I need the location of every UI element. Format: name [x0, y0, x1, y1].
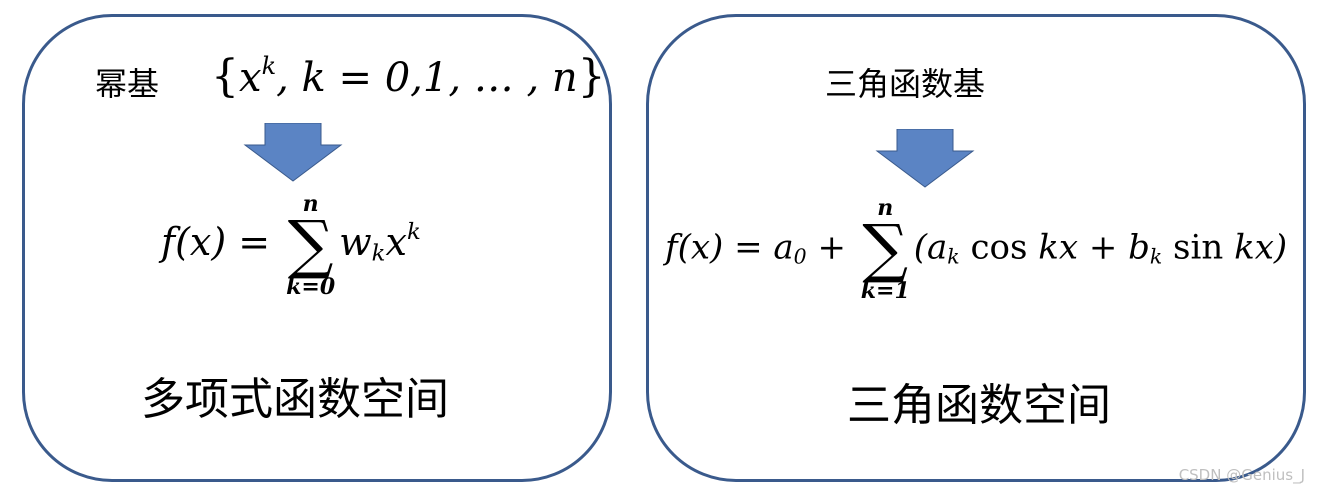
trig-formula: f(x) = a0 + n∑k=1(ak cos kx + bk sin kx)	[665, 197, 1287, 302]
sum-upper-limit: n	[302, 191, 319, 217]
trig-space-label: 三角函数空间	[847, 380, 1111, 431]
watermark: CSDN @Genius_J	[1178, 466, 1305, 484]
sum-lower-limit: k=1	[860, 277, 910, 304]
summation: n∑k=0	[286, 193, 335, 298]
down-arrow-icon	[875, 129, 975, 188]
basis-range: , k = 0,1, … , n	[276, 55, 578, 101]
bk-subscript: k	[1149, 244, 1163, 269]
sigma-icon: ∑	[862, 212, 909, 286]
cos-function: cos	[959, 227, 1039, 268]
sigma-icon: ∑	[287, 208, 334, 282]
power-basis-label: 幂基	[95, 65, 160, 103]
basis-close-brace: }	[577, 51, 606, 102]
term-x: x	[385, 219, 407, 264]
basis-x-exponent: k	[261, 52, 277, 81]
ak-term: (a	[913, 227, 948, 268]
formula-lhs: f(x) = a	[665, 227, 794, 268]
polynomial-space-label: 多项式函数空间	[141, 374, 449, 425]
formula-lhs: f(x) =	[161, 219, 283, 264]
sum-lower-limit: k=0	[286, 273, 336, 300]
term-x-exponent: k	[406, 218, 421, 245]
term-w: w	[339, 219, 372, 264]
sin-function: sin	[1162, 227, 1235, 268]
trig-basis-label: 三角函数基	[825, 65, 986, 103]
down-arrow-icon	[243, 123, 343, 182]
trig-space-panel: 三角函数基 f(x) = a0 + n∑k=1(ak cos kx + bk s…	[646, 14, 1306, 482]
kx-close: kx)	[1234, 227, 1288, 268]
plus-sign: +	[806, 227, 857, 268]
power-basis-set: {xk, k = 0,1, … , n}	[211, 51, 606, 102]
a0-subscript: 0	[793, 244, 807, 269]
summation: n∑k=1	[861, 197, 910, 302]
basis-open-brace: {	[211, 51, 239, 102]
sum-upper-limit: n	[877, 195, 894, 221]
ak-subscript: k	[947, 244, 960, 269]
basis-x: x	[239, 55, 262, 101]
term-w-subscript: k	[371, 240, 386, 267]
kx-plus-b: kx + b	[1038, 227, 1150, 268]
